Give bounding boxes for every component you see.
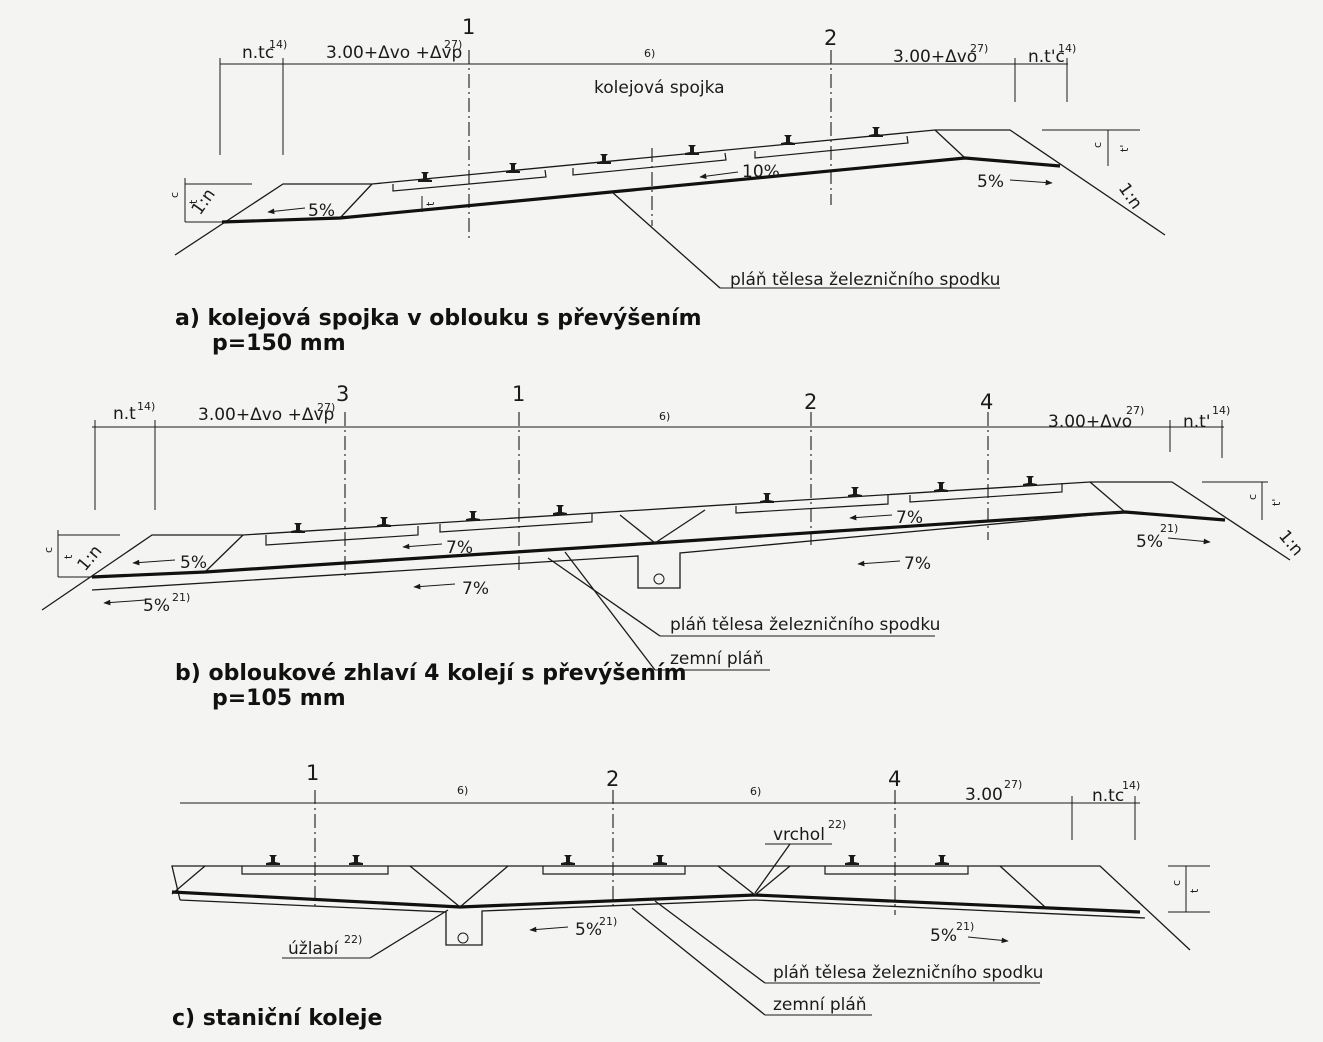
svg-text:27): 27) (444, 38, 462, 51)
svg-text:21): 21) (1160, 522, 1178, 535)
dim-right-a: 3.00+Δvo (893, 47, 977, 67)
label-spojka: kolejová spojka (594, 78, 725, 98)
svg-text:14): 14) (137, 400, 155, 413)
svg-text:14): 14) (1058, 42, 1076, 55)
svg-text:7%: 7% (896, 508, 923, 528)
svg-text:3: 3 (336, 382, 349, 406)
caption-b: b) obloukové zhlaví 4 kolejí s převýšení… (175, 661, 687, 686)
svg-text:c: c (168, 192, 181, 198)
diagram-b: n.t 14) 3.00+Δvo +Δvp 27) 6) 3.00+Δvo 27… (41, 382, 1307, 711)
svg-text:21): 21) (956, 920, 974, 933)
svg-text:2: 2 (606, 767, 619, 791)
svg-text:n.tc: n.tc (1092, 786, 1124, 806)
svg-text:c: c (1091, 142, 1104, 148)
label-zemni-c: zemní pláň (773, 995, 867, 1015)
svg-text:n.t': n.t' (1183, 412, 1211, 432)
caption-a-sub: p=150 mm (212, 331, 346, 356)
formation-line-a (221, 156, 1061, 224)
svg-text:1: 1 (512, 382, 525, 406)
svg-text:5%: 5% (143, 596, 170, 616)
ballast-outline-c (171, 865, 1191, 951)
svg-text:21): 21) (599, 915, 617, 928)
label-plan-c: pláň tělesa železničního spodku (773, 963, 1043, 983)
svg-text:27): 27) (317, 401, 335, 414)
caption-c: c) staniční koleje (172, 1006, 382, 1031)
svg-text:14): 14) (1212, 404, 1230, 417)
svg-text:5%: 5% (1136, 532, 1163, 552)
label-uzlabi: úžlabí (288, 939, 340, 959)
svg-text:c: c (1170, 880, 1183, 886)
svg-text:t': t' (1270, 499, 1283, 506)
label-plan-b: pláň tělesa železničního spodku (670, 615, 940, 635)
svg-text:14): 14) (269, 38, 287, 51)
svg-text:7%: 7% (462, 579, 489, 599)
svg-text:6): 6) (659, 410, 670, 423)
svg-text:27): 27) (970, 42, 988, 55)
svg-text:14): 14) (1122, 779, 1140, 792)
svg-text:t: t (1188, 888, 1201, 893)
svg-text:t: t (187, 199, 200, 204)
diagram-c: 1 2 4 6) 6) 3.00 27) n.tc 14) vrchol 22)… (171, 761, 1210, 1031)
axis-label-2: 2 (824, 26, 837, 50)
svg-text:10%: 10% (742, 162, 780, 182)
svg-text:c: c (1246, 494, 1259, 500)
ballast-outline-a (174, 129, 1166, 256)
dim-ntc: n.tc (242, 43, 274, 63)
ballast-outline-b (41, 481, 1291, 611)
axis-label-1: 1 (462, 15, 475, 39)
svg-text:t: t (62, 554, 75, 559)
dim-left-b: 3.00+Δvo +Δvp (198, 405, 334, 425)
svg-text:6): 6) (750, 785, 761, 798)
svg-text:22): 22) (828, 818, 846, 831)
svg-text:4: 4 (980, 390, 993, 414)
dim-left-a: 3.00+Δvo +Δvp (326, 43, 462, 63)
svg-text:c: c (42, 547, 55, 553)
formation-line-b (91, 510, 1226, 579)
svg-text:6): 6) (457, 784, 468, 797)
svg-text:6): 6) (644, 47, 655, 60)
svg-text:t': t' (1118, 145, 1131, 152)
label-zemni-b: zemní pláň (670, 649, 764, 669)
diagram-a: n.tc 14) 3.00+Δvo +Δvp 27) 6) 3.00+Δvo 2… (168, 15, 1166, 356)
dim-right-c: 3.00 (965, 785, 1003, 805)
svg-text:n.t'c: n.t'c (1028, 47, 1065, 67)
svg-text:1: 1 (306, 761, 319, 785)
svg-text:2: 2 (804, 390, 817, 414)
svg-text:27): 27) (1126, 404, 1144, 417)
svg-text:22): 22) (344, 933, 362, 946)
svg-text:27): 27) (1004, 778, 1022, 791)
svg-text:5%: 5% (180, 553, 207, 573)
svg-text:21): 21) (172, 591, 190, 604)
dim-nt: n.t (113, 404, 136, 424)
formation-line-c (171, 890, 1141, 914)
svg-text:1:n: 1:n (1114, 179, 1146, 213)
dim-right-b: 3.00+Δvo (1048, 412, 1132, 432)
label-plan-a: pláň tělesa železničního spodku (730, 270, 1000, 290)
svg-text:7%: 7% (446, 538, 473, 558)
svg-text:5%: 5% (977, 172, 1004, 192)
svg-text:7%: 7% (904, 554, 931, 574)
svg-text:1:n: 1:n (1274, 526, 1307, 560)
caption-b-sub: p=105 mm (212, 686, 346, 711)
svg-text:5%: 5% (930, 926, 957, 946)
svg-text:4: 4 (888, 767, 901, 791)
svg-text:5%: 5% (308, 201, 335, 221)
label-vrchol: vrchol (773, 825, 825, 845)
caption-a: a) kolejová spojka v oblouku s převýšení… (175, 306, 702, 331)
svg-text:5%: 5% (575, 920, 602, 940)
svg-text:t: t (424, 201, 437, 206)
